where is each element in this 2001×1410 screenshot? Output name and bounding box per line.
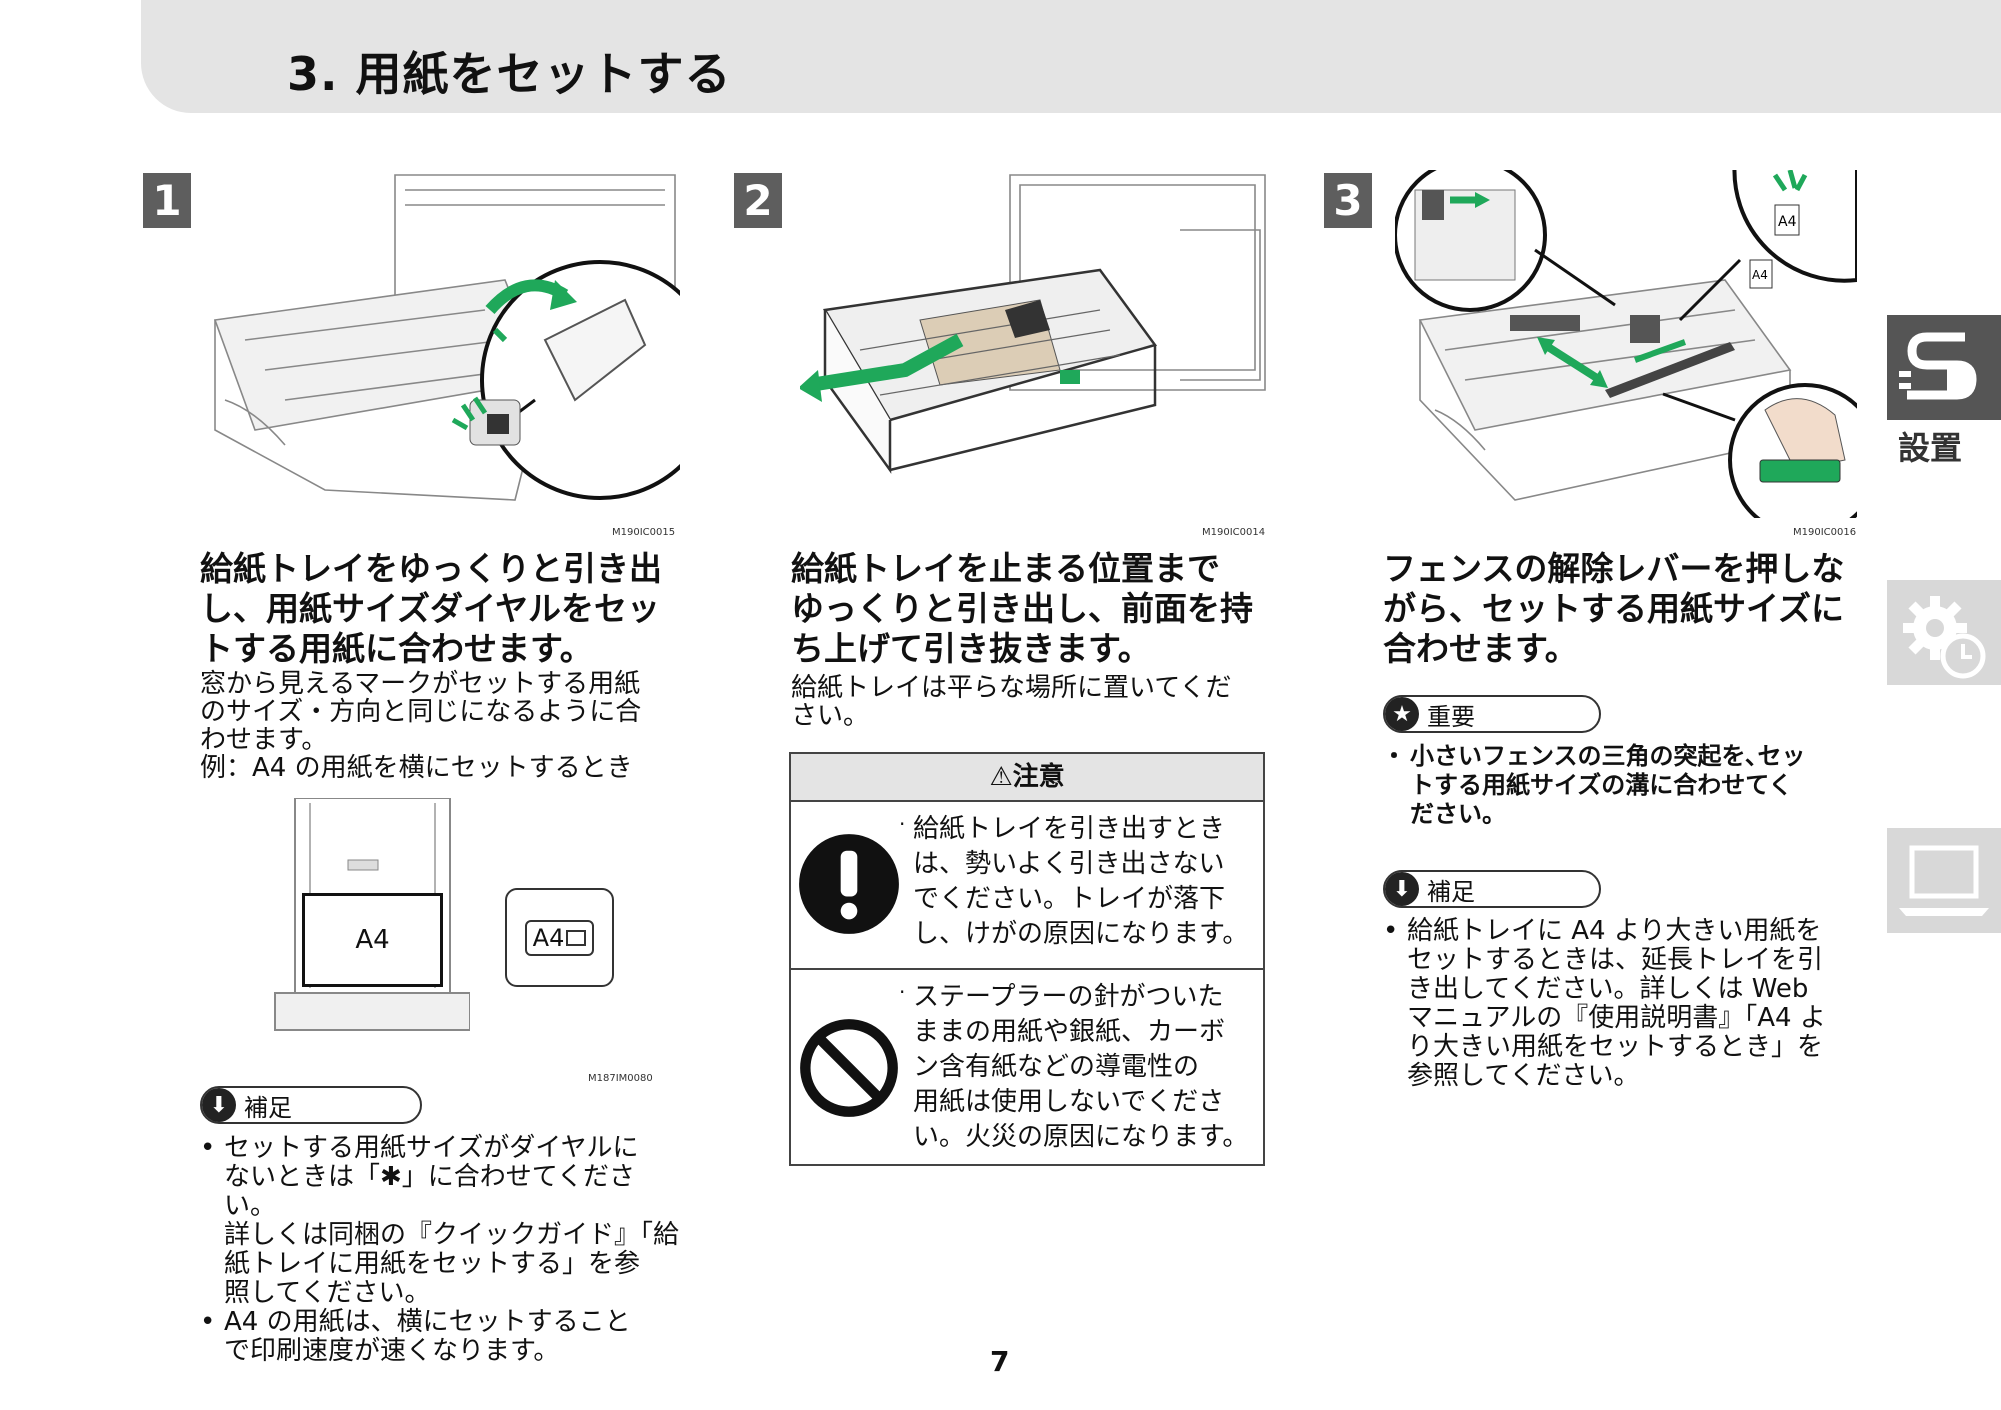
important-badge: ★ 重要 — [1383, 695, 1601, 733]
exclamation-icon — [799, 834, 899, 934]
tab-computer[interactable] — [1887, 828, 2001, 933]
page-title: 3. 用紙をセットする — [287, 47, 732, 101]
gear-clock-icon — [1903, 596, 1986, 679]
illustration-code: M190IC0016 — [1793, 527, 1857, 538]
step-number: 3 — [1324, 173, 1372, 228]
step-headline: フェンスの解除レバーを押しな がら、セットする用紙サイズに 合わせます。 — [1383, 549, 1845, 668]
page-number: 7 — [990, 1345, 1010, 1378]
size-mark: A4 — [1778, 214, 1797, 230]
note-badge: ⬇ 補足 — [200, 1086, 422, 1124]
tab-setup-label: 設置 — [1898, 429, 1963, 467]
caution-box: ⚠注意 給紙トレイを引き出すときは、勢いよく引き出さない でください。トレイが落… — [789, 752, 1265, 1166]
step-body: 給紙トレイは平らな場所に置いてくだ さい。 — [791, 673, 1232, 731]
page-header: 3. 用紙をセットする — [141, 0, 2001, 113]
down-arrow-icon: ⬇ — [202, 1088, 236, 1122]
caution-text: ステープラーの針がついたままの用紙や銀紙、カーボ ン含有紙などの導電性の用紙は使… — [913, 982, 1249, 1152]
tab-settings[interactable] — [1887, 580, 2001, 685]
paper-orientation-diagram: A4 A4 — [270, 798, 614, 1038]
important-list: 小さいフェンスの三角の突起を､セッ トする用紙サイズの溝に合わせてく ださい。 — [1382, 742, 1858, 829]
illustration-code: M190IC0015 — [612, 527, 676, 538]
paper-label: A4 — [302, 893, 443, 987]
plug-icon — [1899, 332, 1977, 400]
fence-adjust-illustration: A4 A4 — [1395, 170, 1857, 518]
step-number: 1 — [143, 173, 191, 228]
prohibited-icon — [800, 1019, 898, 1117]
landscape-icon — [566, 929, 587, 946]
bullet-dot: · — [899, 812, 906, 836]
caution-text: 給紙トレイを引き出すときは、勢いよく引き出さない でください。トレイが落下し、け… — [913, 814, 1249, 949]
bullet-dot: · — [899, 980, 906, 1004]
laptop-icon — [1899, 845, 1989, 916]
step-body: 窓から見えるマークがセットする用紙 のサイズ・方向と同じになるように合 わせます… — [200, 669, 642, 783]
caution-row: 給紙トレイを引き出すときは、勢いよく引き出さない でください。トレイが落下し、け… — [791, 802, 1263, 970]
size-mark: A4 — [1752, 268, 1768, 282]
step-headline: 給紙トレイを止まる位置まで ゆっくりと引き出し、前面を持 ち上げて引き抜きます。 — [791, 549, 1253, 668]
tray-pull-illustration — [213, 174, 680, 501]
dial-window: A4 — [505, 888, 614, 987]
tray-remove-illustration — [800, 174, 1266, 474]
tab-setup[interactable] — [1887, 315, 2001, 420]
caution-row: ステープラーの針がついたままの用紙や銀紙、カーボ ン含有紙などの導電性の用紙は使… — [791, 970, 1263, 1168]
caution-title: ⚠注意 — [791, 754, 1263, 802]
star-icon: ★ — [1385, 697, 1419, 731]
note-badge: ⬇ 補足 — [1383, 870, 1601, 908]
dial-mark: A4 — [524, 919, 595, 956]
step-number: 2 — [734, 173, 782, 228]
step-headline: 給紙トレイをゆっくりと引き出 し、用紙サイズダイヤルをセッ トする用紙に合わせま… — [200, 549, 662, 668]
list-item: 小さいフェンスの三角の突起を､セッ トする用紙サイズの溝に合わせてく ださい。 — [1382, 742, 1858, 829]
down-arrow-icon: ⬇ — [1385, 872, 1419, 906]
illustration-code: M187IM0080 — [588, 1073, 653, 1084]
illustration-code: M190IC0014 — [1202, 527, 1266, 538]
